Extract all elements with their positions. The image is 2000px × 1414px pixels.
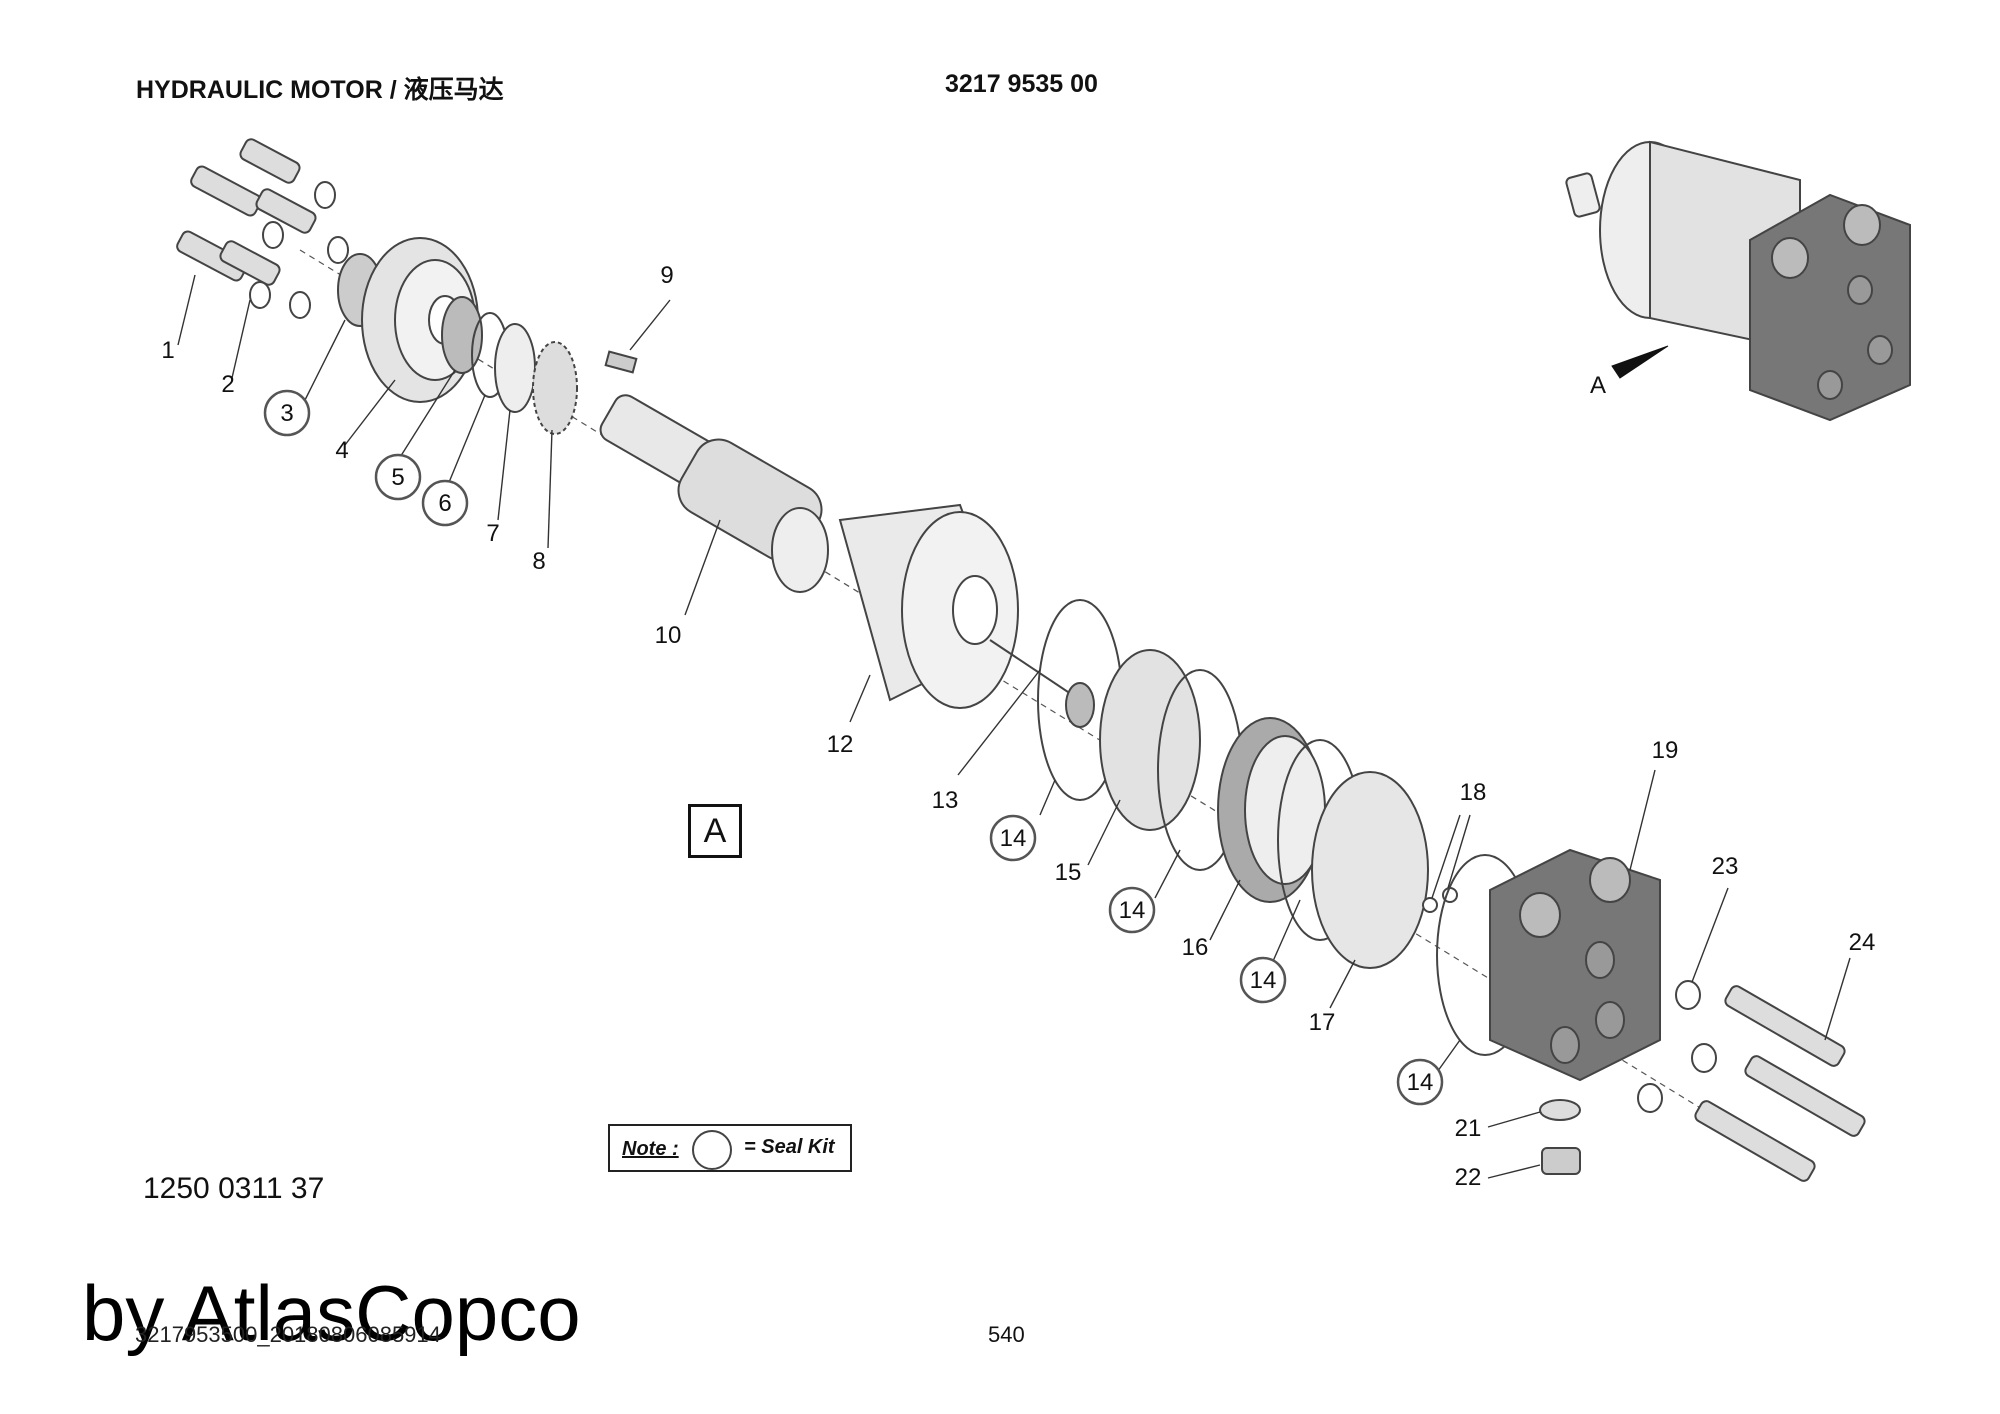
callout-2: 2 (221, 371, 234, 398)
motor-housing-12 (838, 503, 1019, 709)
inset-view-label: A (1590, 372, 1606, 399)
callout-15: 15 (1055, 859, 1082, 886)
callout-9: 9 (660, 262, 673, 289)
washer-7 (494, 323, 536, 413)
callout-14: 14 (1000, 825, 1027, 852)
callout-24: 24 (1849, 929, 1876, 956)
leader-lines (177, 274, 1851, 1179)
washer-23c (1637, 1083, 1663, 1113)
callout-1: 1 (161, 337, 174, 364)
watermark: by AtlasCopco (82, 1269, 581, 1357)
plate-15 (1099, 649, 1201, 831)
view-arrow (1611, 345, 1669, 379)
seal-kit-circle-icon (692, 1130, 732, 1170)
callout-14: 14 (1407, 1069, 1434, 1096)
callout-14: 14 (1250, 967, 1277, 994)
bolt-24a (1724, 985, 1846, 1067)
bolt-24c (1694, 1100, 1816, 1182)
callout-4: 4 (335, 437, 348, 464)
seal-5 (441, 296, 483, 374)
callout-labels: 1234567891012131415141614171819142122232… (161, 262, 1875, 1191)
callout-22: 22 (1455, 1164, 1482, 1191)
file-id: 3217953500_20180806085914 (135, 1322, 441, 1347)
note-label: Note : (622, 1138, 679, 1160)
callout-19: 19 (1652, 737, 1679, 764)
lock-washer-8 (532, 341, 578, 435)
callout-6: 6 (438, 490, 451, 517)
view-reference-box: A (688, 804, 742, 858)
seal-kit-circle-14 (1396, 1058, 1444, 1106)
ball-18a (1422, 897, 1438, 913)
bolt-1-group (176, 138, 317, 286)
end-plate-17 (1311, 771, 1429, 969)
seal-kit-circle-14 (1108, 886, 1156, 934)
seal-kit-circle-14 (989, 814, 1037, 862)
part-number: 3217 9535 00 (945, 70, 1098, 98)
callout-18: 18 (1460, 779, 1487, 806)
seal-kit-circle-3 (263, 389, 311, 437)
callout-23: 23 (1712, 853, 1739, 880)
washers-2 (249, 181, 349, 319)
callout-7: 7 (486, 520, 499, 547)
callout-10: 10 (655, 622, 682, 649)
inset-assembled-motor (1565, 140, 1911, 422)
plug-22 (1541, 1147, 1581, 1175)
bolt-24b (1744, 1055, 1866, 1137)
washer-23a (1675, 980, 1701, 1010)
seal-kit-note: Note : = Seal Kit (608, 1124, 852, 1172)
note-text: = Seal Kit (744, 1136, 835, 1158)
key-9 (604, 350, 638, 374)
diagram-title: HYDRAULIC MOTOR / 液压马达 (136, 76, 504, 104)
callout-14: 14 (1119, 897, 1146, 924)
valve-block-19 (1489, 848, 1661, 1082)
seal-kit-circle-6 (421, 479, 469, 527)
callout-8: 8 (532, 548, 545, 575)
callout-3: 3 (280, 400, 293, 427)
drive-shaft-10 (599, 394, 829, 593)
callout-13: 13 (932, 787, 959, 814)
callout-17: 17 (1309, 1009, 1336, 1036)
callout-12: 12 (827, 731, 854, 758)
callout-16: 16 (1182, 934, 1209, 961)
callout-21: 21 (1455, 1115, 1482, 1142)
cardan-shaft-13 (989, 639, 1081, 701)
callout-5: 5 (391, 464, 404, 491)
seal-kit-circle-5 (374, 453, 422, 501)
washer-21 (1539, 1099, 1581, 1121)
document-number: 1250 0311 37 (143, 1172, 325, 1205)
washer-23b (1691, 1043, 1717, 1073)
seal-kit-circle-14 (1239, 956, 1287, 1004)
page-number: 540 (988, 1322, 1025, 1347)
